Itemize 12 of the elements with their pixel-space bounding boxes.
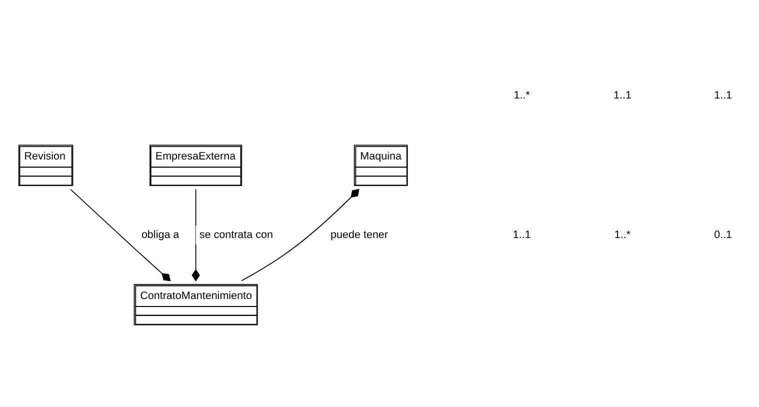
label: 1..1 bbox=[613, 89, 632, 102]
connector bbox=[70, 188, 171, 281]
label: 1..1 bbox=[714, 89, 732, 102]
connector bbox=[192, 188, 200, 281]
label: 1..1 bbox=[512, 228, 531, 240]
label: 1..* bbox=[514, 89, 530, 102]
label: 1..* bbox=[614, 228, 631, 240]
edge-label: se contrata con bbox=[199, 228, 274, 241]
connector bbox=[241, 188, 360, 281]
edge-label: puede tener bbox=[330, 228, 388, 241]
edge-label: obliga a bbox=[141, 228, 180, 241]
label: 0..1 bbox=[714, 228, 732, 240]
